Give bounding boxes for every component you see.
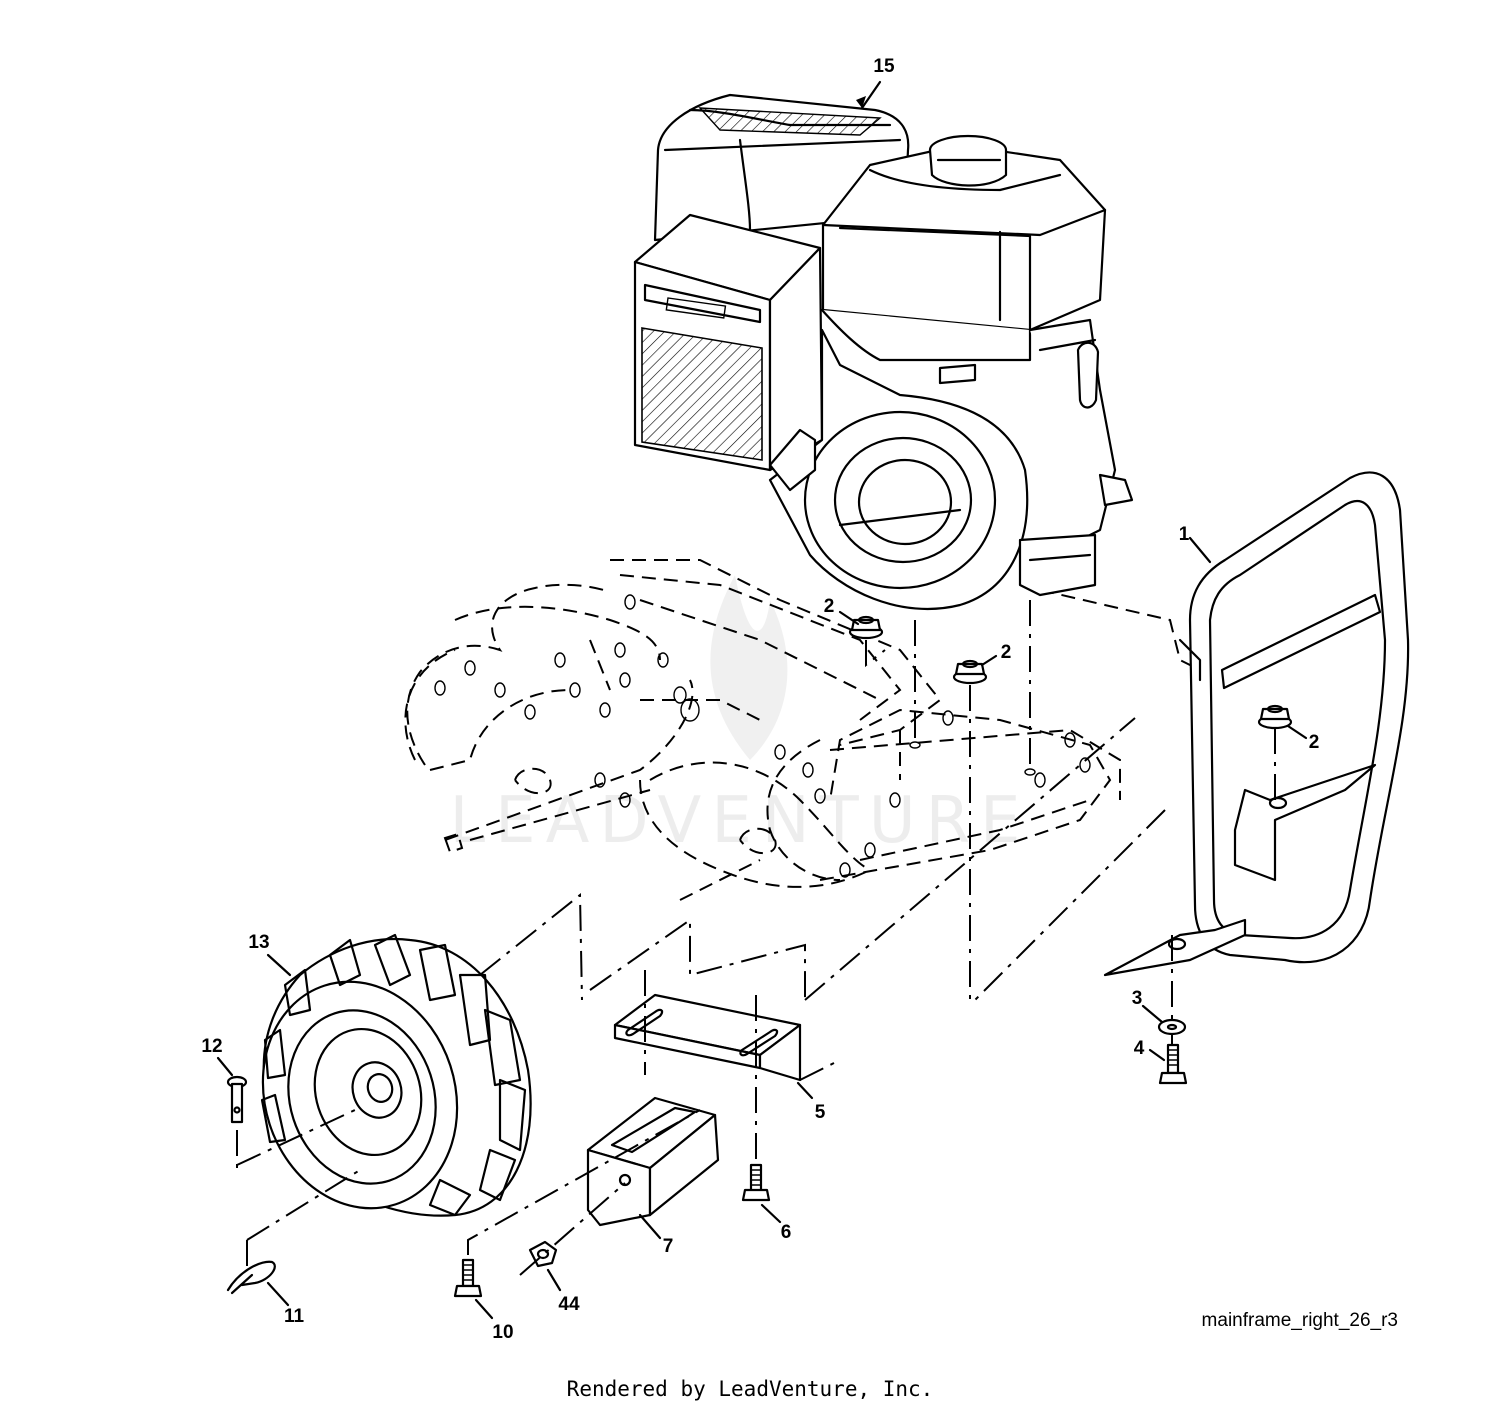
callout-2-left: 2	[824, 596, 835, 617]
weight-block	[586, 1096, 720, 1227]
callout-7: 7	[663, 1236, 674, 1257]
callout-2-right: 2	[1309, 732, 1320, 753]
wheel-tire	[260, 933, 532, 1217]
bolt-10	[453, 1258, 483, 1298]
callout-12: 12	[201, 1036, 222, 1057]
callout-10: 10	[492, 1322, 513, 1343]
fasteners	[226, 615, 1293, 1298]
flange-nut-c	[1257, 704, 1293, 730]
callout-11: 11	[284, 1306, 305, 1327]
washer	[1157, 1018, 1187, 1036]
bolt-4	[1158, 1043, 1188, 1085]
bolt-6	[741, 1163, 771, 1202]
hair-pin-clip	[226, 1260, 276, 1295]
callout-5: 5	[815, 1102, 826, 1123]
callout-4: 4	[1134, 1038, 1145, 1059]
bracket	[613, 993, 802, 1082]
render-credit: Rendered by LeadVenture, Inc.	[567, 1377, 934, 1401]
callout-15: 15	[873, 56, 895, 77]
diagram-reference-code: mainframe_right_26_r3	[1202, 1310, 1398, 1331]
callout-13: 13	[248, 932, 269, 953]
callout-6: 6	[781, 1222, 792, 1243]
callout-labels: 15 1 2 2 2 3 4 5 6 7 10 11 12 13 44	[201, 56, 1319, 1343]
callout-1: 1	[1179, 524, 1190, 545]
callout-leaders	[216, 80, 1308, 1320]
callout-44: 44	[558, 1294, 580, 1315]
assembly-lines	[236, 600, 1276, 1276]
clevis-pin	[226, 1075, 248, 1124]
engine	[633, 93, 1134, 610]
bumper-guard	[1103, 471, 1410, 977]
callout-3: 3	[1132, 988, 1143, 1009]
callout-2-center: 2	[1001, 642, 1012, 663]
flange-nut-b	[952, 659, 988, 685]
tiller-frame-phantom	[404, 559, 1201, 901]
flange-nut-a	[848, 615, 884, 640]
